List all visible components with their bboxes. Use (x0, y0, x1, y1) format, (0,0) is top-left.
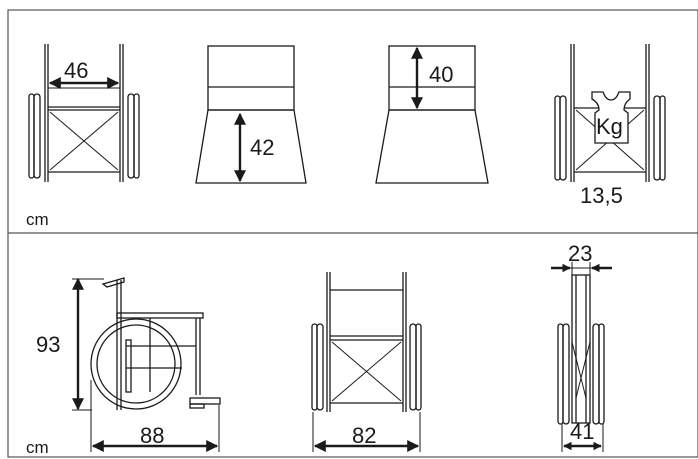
folded-base-width-label: 41 (570, 419, 594, 444)
side-view (72, 277, 221, 452)
backrest-height-view (375, 45, 489, 184)
overall-height-label: 93 (36, 332, 60, 357)
overall-length-label: 88 (140, 423, 164, 448)
backrest-height-label: 40 (429, 62, 453, 87)
folded-view (551, 262, 612, 452)
top-unit-label: cm (26, 210, 49, 229)
weight-unit-label: Kg (596, 114, 623, 139)
front-view-seat-width (28, 44, 140, 182)
overall-width-label: 82 (352, 423, 376, 448)
seat-height-label: 42 (250, 135, 274, 160)
folded-width-label: 23 (568, 241, 592, 266)
weight-view (554, 44, 666, 182)
bottom-unit-label: cm (26, 438, 49, 457)
weight-value-label: 13,5 (580, 183, 623, 208)
panel-frame (7, 9, 698, 458)
seat-height-view (195, 45, 307, 184)
seat-width-label: 46 (64, 58, 88, 83)
weight-icon (591, 91, 631, 144)
front-view-overall-width (311, 272, 422, 452)
